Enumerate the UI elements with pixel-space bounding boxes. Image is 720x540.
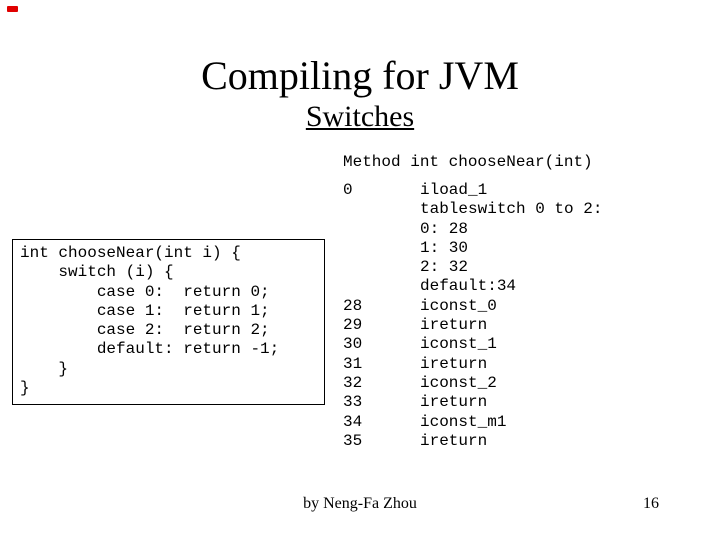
- source-code: int chooseNear(int i) { switch (i) { cas…: [20, 244, 280, 398]
- bytecode-line: 31 ireturn: [343, 355, 602, 374]
- bytecode-line: 1: 30: [343, 239, 602, 258]
- bytecode-instruction: ireturn: [420, 354, 488, 373]
- footer-author: by Neng-Fa Zhou: [303, 495, 417, 512]
- bytecode-line: tableswitch 0 to 2:: [343, 200, 602, 219]
- bytecode-line: default:34: [343, 277, 602, 296]
- bytecode-instruction: 2: 32: [420, 258, 469, 277]
- bytecode-line: 29 ireturn: [343, 316, 602, 335]
- red-corner-mark: [7, 6, 18, 12]
- slide-subtitle-text: Switches: [305, 100, 415, 133]
- bytecode-offset: 33: [343, 393, 363, 412]
- bytecode-instruction: ireturn: [420, 393, 488, 412]
- slide-subtitle: Switches: [0, 100, 720, 134]
- bytecode-offset: 31: [343, 354, 363, 373]
- bytecode-instruction: iconst_2: [420, 373, 497, 392]
- bytecode-line: 28 iconst_0: [343, 297, 602, 316]
- bytecode-line: 34 iconst_m1: [343, 413, 602, 432]
- bytecode-listing: 0 iload_1 tableswitch 0 to 2: 0: 28 1: 30…: [343, 181, 602, 451]
- bytecode-line: 30 iconst_1: [343, 335, 602, 354]
- bytecode-line: 35 ireturn: [343, 432, 602, 451]
- bytecode-instruction: iconst_0: [420, 296, 497, 315]
- bytecode-instruction: iconst_m1: [420, 412, 507, 431]
- bytecode-instruction: tableswitch 0 to 2:: [420, 200, 603, 219]
- bytecode-offset: 34: [343, 412, 363, 431]
- bytecode-instruction: iload_1: [420, 181, 488, 199]
- bytecode-offset: 35: [343, 431, 363, 450]
- bytecode-line: 33 ireturn: [343, 393, 602, 412]
- bytecode-instruction: iconst_1: [420, 335, 497, 354]
- bytecode-line: 0: 28: [343, 220, 602, 239]
- bytecode-offset: 32: [343, 373, 363, 392]
- slide-title: Compiling for JVM: [201, 53, 519, 98]
- bytecode-instruction: default:34: [420, 277, 517, 296]
- method-signature: Method int chooseNear(int): [343, 153, 593, 171]
- bytecode-instruction: ireturn: [420, 431, 488, 450]
- bytecode-instruction: 0: 28: [420, 219, 469, 238]
- bytecode-line: 2: 32: [343, 258, 602, 277]
- bytecode-instruction: ireturn: [420, 316, 488, 335]
- bytecode-offset: 30: [343, 335, 363, 354]
- bytecode-instruction: 1: 30: [420, 238, 469, 257]
- bytecode-offset: 0: [343, 181, 353, 199]
- page-number: 16: [643, 495, 659, 512]
- bytecode-line: 32 iconst_2: [343, 374, 602, 393]
- source-code-box: int chooseNear(int i) { switch (i) { cas…: [12, 239, 325, 405]
- bytecode-offset: 28: [343, 296, 363, 315]
- bytecode-line: 0 iload_1: [343, 181, 602, 200]
- bytecode-offset: 29: [343, 316, 363, 335]
